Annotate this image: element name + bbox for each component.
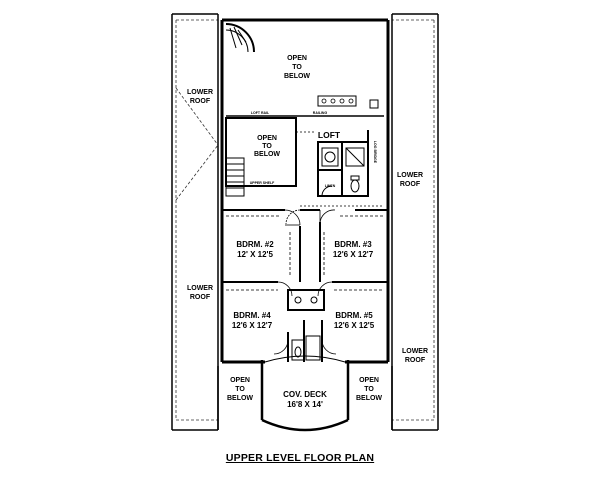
exterior-walls	[220, 18, 390, 364]
bdrm3-size: 12'6 X 12'7	[333, 250, 374, 259]
loft-bath-fixtures	[321, 147, 365, 197]
sink-vanity	[291, 296, 321, 361]
open-top-line-1: OPEN	[287, 55, 307, 62]
roof-right-bottom-1: LOWER	[402, 348, 428, 355]
bdrm2-size: 12' X 12'5	[237, 250, 273, 259]
open-left-line-1: OPEN	[230, 377, 250, 384]
open-stair-line-1: OPEN	[257, 135, 277, 142]
door-swings	[273, 209, 337, 355]
bdrm4-name: BDRM. #4	[233, 311, 271, 320]
open-right-line-3: BELOW	[356, 395, 382, 402]
roof-right-top-1: LOWER	[397, 172, 423, 179]
linen-note: LINEN	[325, 184, 336, 188]
open-stair-line-3: BELOW	[254, 151, 280, 158]
bdrm4-size: 12'6 X 12'7	[232, 321, 273, 330]
log-bridge-note: LOG BRIDGE	[373, 141, 377, 164]
bdrm3-name: BDRM. #3	[334, 240, 372, 249]
stair-treads	[225, 157, 296, 197]
roof-labels: LOWER ROOF LOWER ROOF LOWER ROOF LOWER R…	[187, 89, 428, 364]
loft-rail-note: LOFT RAIL	[251, 111, 270, 115]
open-right-line-2: TO	[364, 386, 374, 393]
closet-lines	[226, 215, 384, 291]
bdrm5-name: BDRM. #5	[335, 311, 373, 320]
hall-dashes	[296, 131, 384, 207]
bdrm5-size: 12'6 X 12'5	[334, 321, 375, 330]
small-notes: RAILING LOFT RAIL LINEN UPPER SHELF LOG …	[250, 111, 377, 188]
cov-deck-size: 16'8 X 14'	[287, 400, 323, 409]
spiral-stair	[225, 23, 255, 53]
roof-eaves	[171, 13, 439, 431]
upper-shelf-note: UPPER SHELF	[250, 181, 275, 185]
roof-left-top-1: LOWER	[187, 89, 213, 96]
open-top-line-2: TO	[292, 64, 302, 71]
open-top-line-3: BELOW	[284, 73, 310, 80]
plan-title: UPPER LEVEL FLOOR PLAN	[225, 452, 375, 464]
room-labels: OPEN TO BELOW OPEN TO BELOW LOFT BDRM. #…	[227, 55, 382, 409]
railing-note: RAILING	[313, 111, 328, 115]
roof-left-bottom-2: ROOF	[190, 294, 211, 301]
roof-left-top-2: ROOF	[190, 98, 211, 105]
covered-deck	[217, 355, 393, 432]
roof-left-bottom-1: LOWER	[187, 285, 213, 292]
upper-railing	[226, 95, 384, 117]
open-stair-line-2: TO	[262, 143, 272, 150]
bdrm2-name: BDRM. #2	[236, 240, 274, 249]
loft-label: LOFT	[318, 130, 341, 140]
roof-outline	[175, 19, 435, 421]
roof-right-top-2: ROOF	[400, 181, 421, 188]
open-left-line-2: TO	[235, 386, 245, 393]
cov-deck-name: COV. DECK	[283, 390, 327, 399]
open-left-line-3: BELOW	[227, 395, 253, 402]
roof-right-bottom-2: ROOF	[405, 357, 426, 364]
open-right-line-1: OPEN	[359, 377, 379, 384]
